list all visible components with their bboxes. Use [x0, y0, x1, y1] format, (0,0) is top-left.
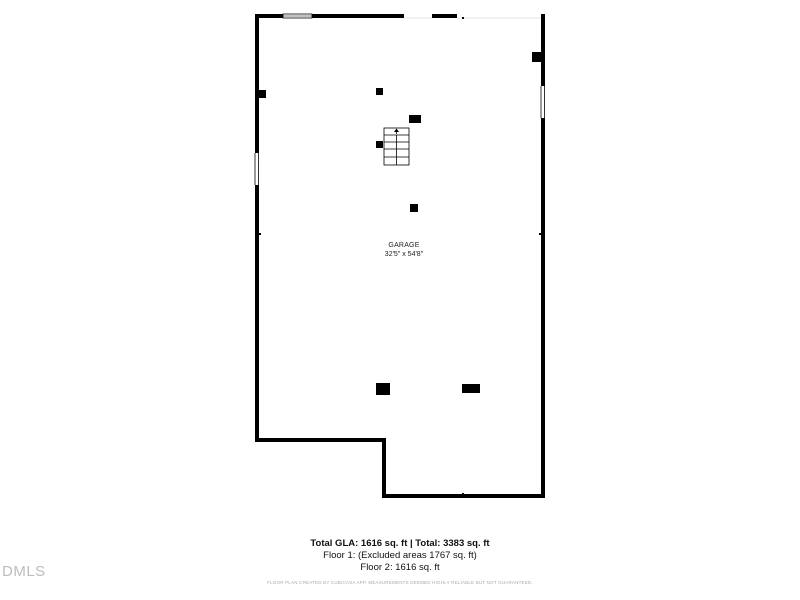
column-icon	[376, 383, 390, 395]
columns	[259, 52, 542, 495]
mls-watermark: DMLS	[2, 563, 46, 580]
column-icon	[409, 115, 421, 123]
column-icon	[532, 52, 542, 62]
column-icon	[376, 88, 383, 95]
stairs-icon	[383, 127, 410, 166]
room-dimensions-garage: 32'5" x 54'8"	[384, 251, 424, 258]
right-window	[540, 86, 546, 118]
area-summary: Total GLA: 1616 sq. ft | Total: 3383 sq.…	[200, 538, 600, 574]
left-window	[254, 153, 260, 185]
column-icon	[462, 384, 480, 393]
door-opening-2	[457, 13, 541, 19]
column-icon	[376, 141, 383, 148]
disclaimer-text: FLOOR PLAN CREATED BY CUBICASA APP. MEAS…	[267, 580, 533, 585]
total-gla-text: Total GLA: 1616 sq. ft | Total: 3383 sq.…	[310, 538, 490, 549]
top-wall-openings	[282, 13, 541, 19]
door-opening-1	[404, 13, 432, 19]
exterior-walls	[255, 14, 545, 498]
column-icon	[410, 204, 418, 212]
column-icon	[259, 90, 266, 98]
floor-2-area-text: Floor 2: 1616 sq. ft	[360, 562, 440, 573]
floor-1-area-text: Floor 1: (Excluded areas 1767 sq. ft)	[323, 550, 477, 561]
room-label-garage: GARAGE	[388, 242, 420, 249]
